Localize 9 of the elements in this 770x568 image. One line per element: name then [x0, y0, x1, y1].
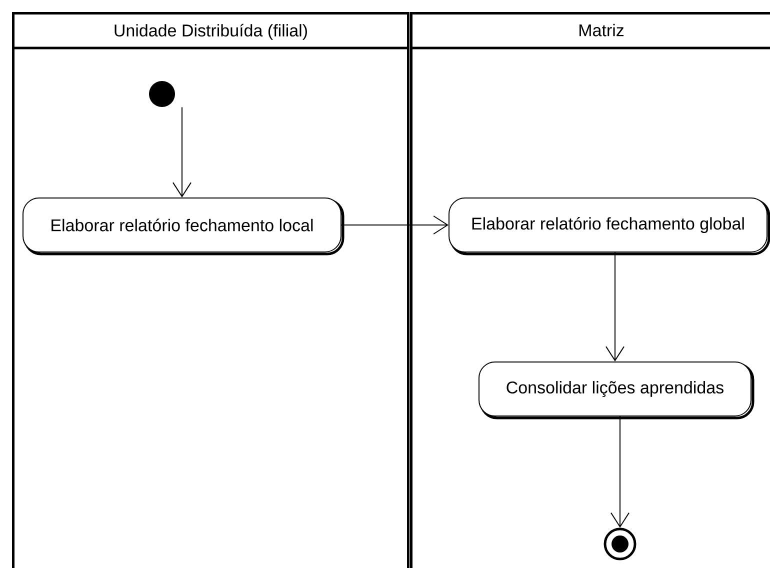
end-dot	[604, 528, 636, 560]
start-dot	[149, 81, 175, 107]
activity-box: Elaborar relatório fechamento global	[448, 198, 770, 256]
activity-box: Elaborar relatório fechamento local	[22, 198, 344, 256]
arrow	[172, 106, 192, 198]
arrow	[606, 252, 624, 362]
activity-box: Consolidar lições aprendidas	[478, 362, 754, 420]
arrow	[610, 416, 630, 528]
arrow	[341, 216, 449, 234]
